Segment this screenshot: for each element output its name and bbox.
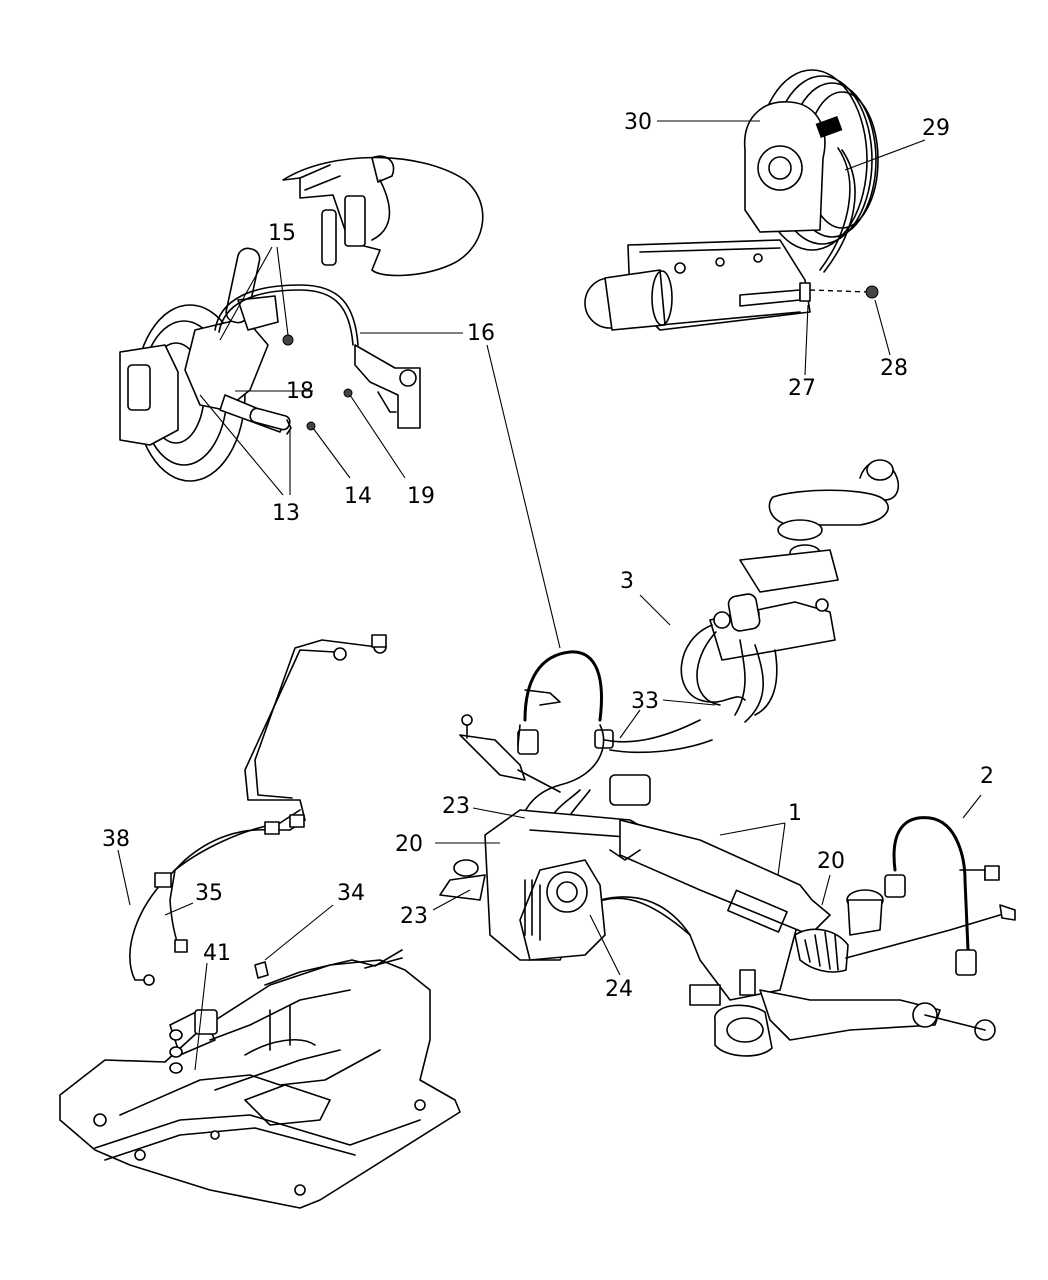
callout-20-right: 20: [817, 849, 845, 874]
callout-13: 13: [272, 501, 300, 526]
callout-1: 1: [788, 801, 802, 826]
callout-20-left: 20: [395, 832, 423, 857]
callout-3: 3: [620, 569, 634, 594]
callout-29: 29: [922, 116, 950, 141]
callout-2: 2: [980, 764, 994, 789]
callout-15: 15: [268, 221, 296, 246]
callout-33: 33: [631, 689, 659, 714]
callout-30: 30: [624, 110, 652, 135]
leader-lines: [117, 120, 982, 1071]
callout-28: 28: [880, 356, 908, 381]
rear-brake-lines-underbody: [59, 634, 461, 1209]
callout-27: 27: [788, 376, 816, 401]
callout-38: 38: [102, 827, 130, 852]
callout-14: 14: [344, 484, 372, 509]
master-cylinder-crossmember-assembly: [439, 459, 1016, 1057]
callout-19: 19: [407, 484, 435, 509]
callout-16: 16: [467, 321, 495, 346]
callout-18: 18: [286, 379, 314, 404]
callout-35: 35: [195, 881, 223, 906]
callout-23-left: 23: [400, 904, 428, 929]
callout-23-right: 24: [605, 977, 633, 1002]
callout-labels: 30 29 27 28 15 16 18 13 14 19 3 33 23 20…: [102, 110, 994, 1002]
front-brake-assembly: [119, 155, 484, 482]
callout-34: 34: [337, 881, 365, 906]
brake-booster-assembly: [584, 69, 879, 331]
callout-24: 23: [442, 794, 470, 819]
callout-41: 41: [203, 941, 231, 966]
